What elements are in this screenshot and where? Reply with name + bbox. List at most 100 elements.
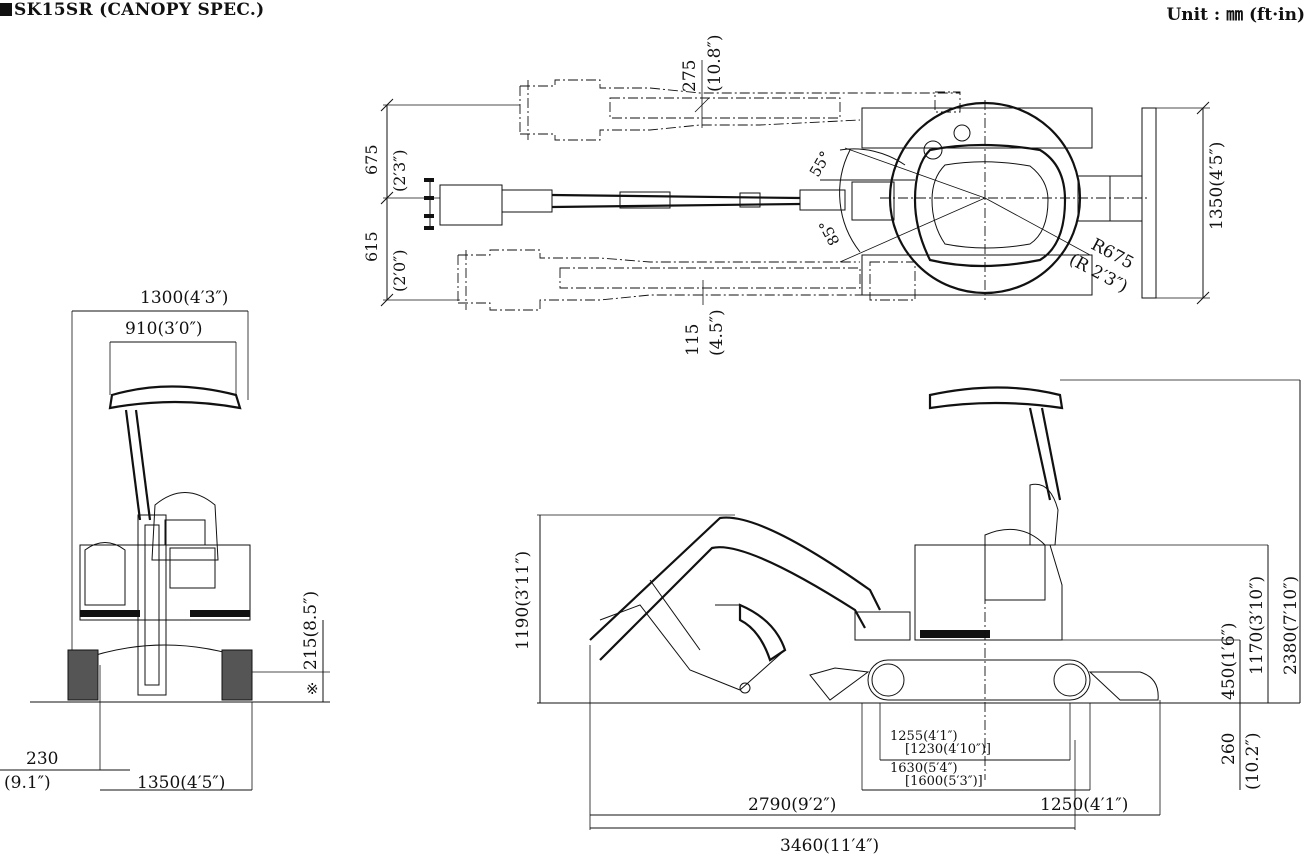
label-front-215: 215(8.5″) (301, 591, 321, 670)
fuel-tank (84, 542, 126, 606)
side-body-stripe (920, 630, 990, 638)
radius-line (984, 197, 1091, 256)
swing-bracket (851, 181, 895, 221)
label-side-1190: 1190(3′11″) (513, 551, 533, 650)
title-square-bullet (0, 3, 12, 16)
label-front-1350: 1350(4′5″) (137, 773, 225, 793)
bucket-shell (738, 603, 787, 662)
title-text: SK15SR (CANOPY SPEC.) (14, 0, 265, 20)
bucket-pin (739, 682, 751, 694)
tooth (424, 196, 434, 200)
label-angle-85: 85° (815, 217, 843, 249)
dozer-arm (1109, 175, 1143, 222)
label-275-in: (10.8″) (705, 35, 725, 92)
label-side-2790: 2790(9′2″) (748, 795, 836, 815)
operator-seat-outline (913, 143, 1067, 268)
label-side-1600: [1600(5′3″)] (905, 774, 983, 789)
front-view: 1300(4′3″) 910(3′0″) 215(8.5″) ※ 230 (9.… (0, 288, 330, 793)
upper-bucket-outline (519, 80, 529, 140)
track-bottom (861, 254, 1093, 296)
tooth (424, 214, 434, 218)
label-side-1630: 1630(5′4″) (890, 761, 958, 776)
front-boom (137, 514, 167, 696)
sprocket (1053, 663, 1087, 697)
label-front-910: 910(3′0″) (125, 319, 203, 339)
body-stripe (80, 610, 140, 617)
side-seat-back (1029, 483, 1059, 546)
label-front-230: 230 (26, 749, 58, 769)
dozer-blade (1141, 107, 1157, 299)
label-675: 675 (362, 144, 381, 175)
label-angle-55: 55° (806, 148, 835, 180)
side-canopy-roof (928, 386, 1064, 410)
arm-cylinder (619, 191, 671, 209)
dozer-arm (1077, 175, 1111, 222)
side-boom-lower (599, 546, 866, 661)
lower-bucket-outline (457, 250, 467, 310)
tooth (424, 178, 434, 182)
front-boom-inner (144, 524, 160, 686)
top-dim-tick (380, 98, 394, 112)
label-side-1230: [1230(4′10″)] (905, 742, 991, 757)
side-engine (984, 528, 1046, 601)
label-side-1170: 1170(3′10″) (1247, 576, 1267, 675)
pivot (953, 124, 971, 142)
operator-seat-inner (931, 161, 1049, 249)
upper-swing-block (934, 91, 961, 113)
front-body (79, 544, 251, 621)
lower-arm-outline (559, 267, 861, 289)
side-view: 1190(3′11″) 2380(7′10″) 1170(3′10″) 450(… (513, 379, 1301, 856)
side-bucket (715, 604, 786, 691)
side-canopy-pillar (1028, 407, 1052, 501)
front-seat (151, 492, 219, 561)
dim-tick (1196, 291, 1210, 305)
lower-boom-outline (458, 249, 860, 263)
label-615: 615 (362, 231, 381, 262)
label-side-3460: 3460(11′4″) (780, 836, 879, 856)
label-side-450: 450(1′6″) (1219, 622, 1239, 700)
bucket-link (501, 189, 553, 213)
control-box (169, 547, 216, 589)
label-side-2380: 2380(7′10″) (1281, 576, 1301, 675)
arm-joint (739, 192, 761, 208)
unit-label: Unit : ㎜ (ft·in) (1166, 5, 1305, 25)
arm-upper-edge (551, 193, 801, 200)
label-top-1350: 1350(4′5″) (1207, 142, 1227, 230)
dim-tick (694, 97, 710, 113)
angle-ray (844, 147, 986, 199)
lower-boom-outline (458, 294, 900, 311)
lower-swing-block (869, 261, 916, 301)
side-track (867, 659, 1091, 701)
track-top (861, 107, 1093, 149)
label-side-260-in: (10.2″) (1243, 733, 1263, 790)
rear-blade (809, 667, 870, 701)
label-115: 115 (683, 324, 703, 356)
label-675-in: (2′3″) (390, 150, 409, 192)
front-track-right (221, 649, 253, 701)
label-front-1300: 1300(4′3″) (140, 288, 228, 308)
angle-arc-55 (839, 148, 906, 166)
label-275: 275 (680, 60, 700, 92)
label-side-1255: 1255(4′1″) (890, 729, 958, 744)
side-arm (599, 604, 741, 691)
seat-cushion (164, 519, 206, 546)
body-stripe (190, 610, 250, 617)
angle-ray (839, 197, 986, 263)
arm-lower-edge (551, 202, 801, 209)
pivot (923, 140, 943, 160)
canopy-pillar (134, 409, 152, 521)
tooth (424, 226, 434, 230)
upper-arm-outline (609, 97, 841, 119)
front-blade (1088, 671, 1159, 701)
upper-boom-outline (520, 119, 861, 141)
side-canopy-pillar (1040, 407, 1062, 501)
top-dim-tick (380, 293, 394, 307)
arm-cylinder-side (649, 579, 701, 651)
dim-tick (1196, 101, 1210, 115)
canopy-roof (108, 385, 242, 410)
bucket-top (439, 184, 503, 226)
label-side-260: 260 (1219, 733, 1239, 765)
side-boom-upper (589, 516, 881, 641)
front-track-left (67, 649, 99, 701)
